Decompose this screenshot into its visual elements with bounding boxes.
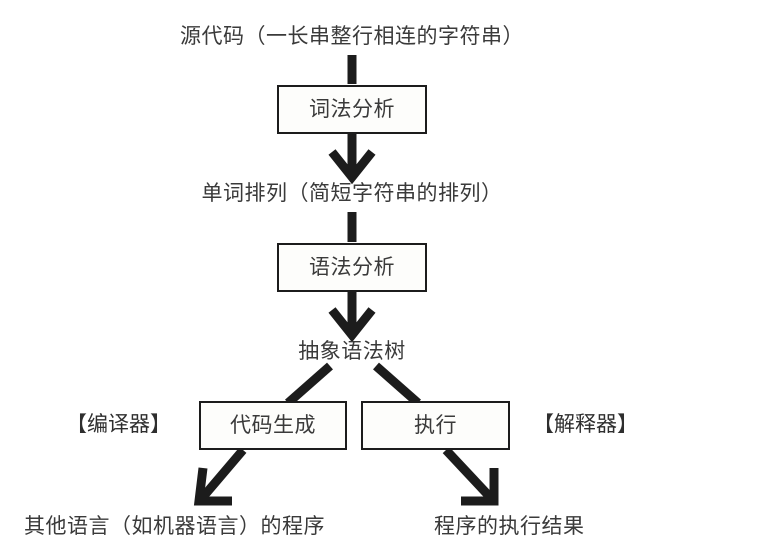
node-execution-label: 执行 [414, 414, 457, 437]
node-token-sequence: 单词排列（简短字符串的排列） [201, 182, 503, 205]
node-syntax-analysis-label: 语法分析 [309, 256, 395, 279]
line-ast-to-execution [373, 362, 421, 407]
node-lexical-analysis-label: 词法分析 [309, 98, 395, 121]
label-interpreter: 【解释器】 [533, 413, 638, 436]
node-source-code: 源代码（一长串整行相连的字符串） [180, 25, 524, 48]
node-execution-result: 程序的执行结果 [434, 515, 585, 538]
line-ast-to-codegen [285, 362, 333, 407]
node-code-generation[interactable]: 代码生成 [199, 401, 347, 450]
label-compiler: 【编译器】 [66, 413, 171, 436]
arrow-codegen-to-program [193, 447, 247, 506]
arrow-execution-to-result [442, 446, 499, 506]
arrow-syntax-to-ast [328, 292, 376, 343]
node-code-generation-label: 代码生成 [230, 414, 316, 437]
arrow-lexical-to-tokens [328, 134, 376, 185]
node-syntax-analysis[interactable]: 语法分析 [277, 243, 427, 292]
node-lexical-analysis[interactable]: 词法分析 [277, 85, 427, 134]
node-abstract-syntax-tree: 抽象语法树 [298, 340, 406, 363]
node-other-language-program: 其他语言（如机器语言）的程序 [24, 515, 325, 538]
node-execution[interactable]: 执行 [361, 401, 510, 450]
